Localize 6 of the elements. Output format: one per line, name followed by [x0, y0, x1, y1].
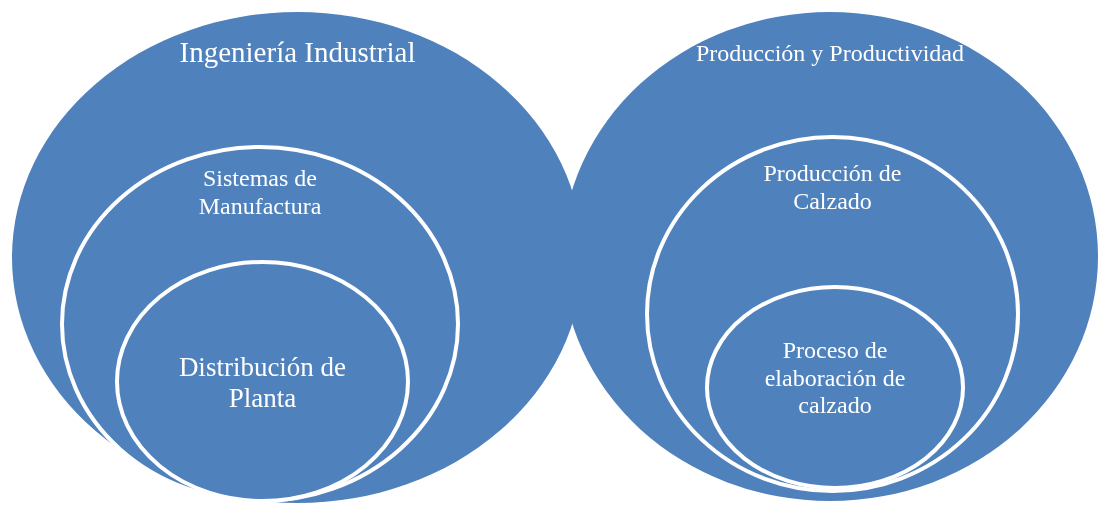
circle-label: Sistemas de Manufactura	[197, 165, 323, 221]
circle-label: Distribución de Planta	[177, 352, 348, 415]
circle-label: Ingeniería Industrial	[178, 36, 417, 70]
circle-label: Proceso de elaboración de calzado	[763, 337, 907, 420]
circle-label: Producción y Productividad	[695, 40, 965, 68]
circle-label: Producción de Calzado	[762, 160, 903, 216]
